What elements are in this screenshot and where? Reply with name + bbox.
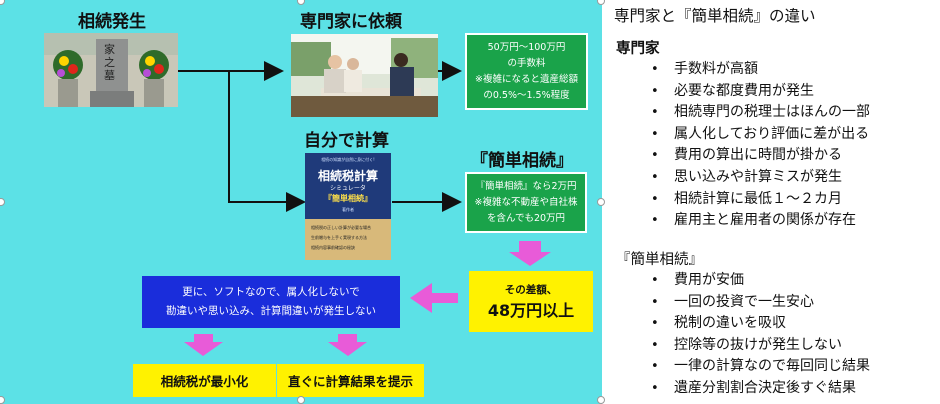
software-benefit-box: 更に、ソフトなので、属人化しないで 勘違いや思い込み、計算間違いが発生しない — [142, 276, 400, 328]
consultation-illustration — [291, 34, 438, 117]
kantan-point: 遺産分割割合決定後すぐ結果 — [602, 378, 870, 400]
flow-connectors — [178, 61, 551, 356]
heading-self-calc: 自分で計算 — [304, 131, 389, 151]
book-top-text: 相続の知識が自然に身に付く! — [321, 157, 375, 162]
book-check-2: 生前贈与を上手く実現する方法 — [311, 235, 367, 240]
selection-handle-top-mid[interactable] — [297, 0, 305, 5]
software-benefit-line2: 勘違いや思い込み、計算間違いが発生しない — [166, 305, 376, 317]
pink-arrow-left-to-blue — [410, 283, 458, 313]
panel-title: 専門家と『簡単相続』の違い — [614, 7, 816, 25]
expert-point: 相続計算に最低１〜２カ月 — [602, 189, 870, 211]
comparison-text-panel: 専門家と『簡単相続』の違い 専門家 手数料が高額 必要な都度費用が発生 相続専門… — [602, 0, 940, 404]
expert-point: 費用の算出に時間が掛かる — [602, 145, 870, 167]
kantan-price-box: 『簡単相続』なら2万円 ※複雑な不動産や自社株 を含んでも20万円 — [465, 172, 587, 233]
heading-ask-expert: 専門家に依頼 — [300, 12, 402, 32]
selection-handle-top-right[interactable] — [597, 0, 605, 5]
expert-fee-box: 50万円〜100万円 の手数料 ※複雑になると遺産総額 の0.5%〜1.5%程度 — [465, 33, 588, 110]
book-lower-panel: 相続税の正しい計算が必要な場合 生前贈与を上手く実現する方法 相続内容事前確認の… — [305, 219, 391, 260]
kantan-point: 一律の計算なので毎回同じ結果 — [602, 356, 870, 378]
software-benefit-line1: 更に、ソフトなので、属人化しないで — [182, 286, 360, 298]
comparison-slide: 相続発生 専門家に依頼 自分で計算 『簡単相続』 家之墓 — [0, 0, 605, 404]
expert-fee-line4: の0.5%〜1.5%程度 — [483, 89, 570, 101]
book-title: 相続税計算 — [317, 169, 378, 183]
selection-handle-top-left[interactable] — [0, 0, 5, 5]
book-author: 著作者 — [342, 207, 354, 212]
selection-handle-bottom-mid[interactable] — [297, 396, 305, 404]
difference-amount: 48万円以上 — [487, 300, 575, 320]
expert-fee-line1: 50万円〜100万円 — [487, 41, 566, 53]
kantan-price-line3: を含んでも20万円 — [486, 212, 566, 224]
gravestone-photo: 家之墓 — [44, 33, 178, 107]
pink-arrow-down-right — [328, 334, 367, 356]
expert-point: 手数料が高額 — [602, 59, 870, 81]
expert-fee-line2: の手数料 — [507, 57, 546, 69]
expert-point: 雇用主と雇用者の関係が存在 — [602, 210, 870, 232]
book-product: 『簡単相続』 — [324, 194, 372, 203]
heading-inheritance-occurs: 相続発生 — [78, 12, 146, 32]
result-tax-minimized: 相続税が最小化 — [133, 364, 276, 397]
kantan-price-line2: ※複雑な不動産や自社株 — [474, 196, 578, 208]
kantan-point: 税制の違いを吸収 — [602, 313, 870, 335]
result-instant-calc: 直ぐに計算結果を提示 — [277, 364, 424, 397]
expert-fee-line3: ※複雑になると遺産総額 — [475, 73, 578, 85]
pink-arrow-down-left — [184, 334, 223, 356]
gravestone-inscription: 家之墓 — [104, 43, 115, 82]
expert-point: 属人化しており評価に差が出る — [602, 124, 870, 146]
book-check-1: 相続税の正しい計算が必要な場合 — [311, 225, 371, 230]
book-check-3: 相続内容事前確認の秘訣 — [311, 245, 355, 250]
gravestone-illustration — [44, 33, 178, 107]
heading-kantan-souzoku: 『簡単相続』 — [471, 151, 573, 171]
kantan-price-line1: 『簡単相続』なら2万円 — [475, 180, 577, 192]
selection-handle-left-mid[interactable] — [0, 198, 5, 206]
kantan-points-list: 費用が安価 一回の投資で一生安心 税制の違いを吸収 控除等の抜けが発生しない 一… — [602, 270, 870, 400]
expert-points-list: 手数料が高額 必要な都度費用が発生 相続専門の税理士はほんの一部 属人化しており… — [602, 59, 870, 232]
kantan-point: 控除等の抜けが発生しない — [602, 335, 870, 357]
simulator-book-cover: 相続の知識が自然に身に付く! 相続税計算 シミュレータ 『簡単相続』 著作者 相… — [305, 153, 391, 260]
difference-line1: その差額、 — [504, 283, 558, 296]
expert-consultation-photo — [291, 34, 438, 117]
pink-arrow-down-to-diff — [509, 241, 551, 266]
expert-point: 相続専門の税理士はほんの一部 — [602, 102, 870, 124]
kantan-point: 一回の投資で一生安心 — [602, 292, 870, 314]
expert-point: 思い込みや計算ミスが発生 — [602, 167, 870, 189]
difference-box: その差額、 48万円以上 — [469, 271, 593, 332]
kantan-section-heading: 『簡単相続』 — [616, 252, 703, 268]
arrow-branch-to-self-calc — [228, 71, 306, 212]
kantan-point: 費用が安価 — [602, 270, 870, 292]
book-subtitle: シミュレータ — [330, 185, 366, 192]
expert-section-heading: 専門家 — [616, 41, 660, 57]
expert-point: 必要な都度費用が発生 — [602, 81, 870, 103]
